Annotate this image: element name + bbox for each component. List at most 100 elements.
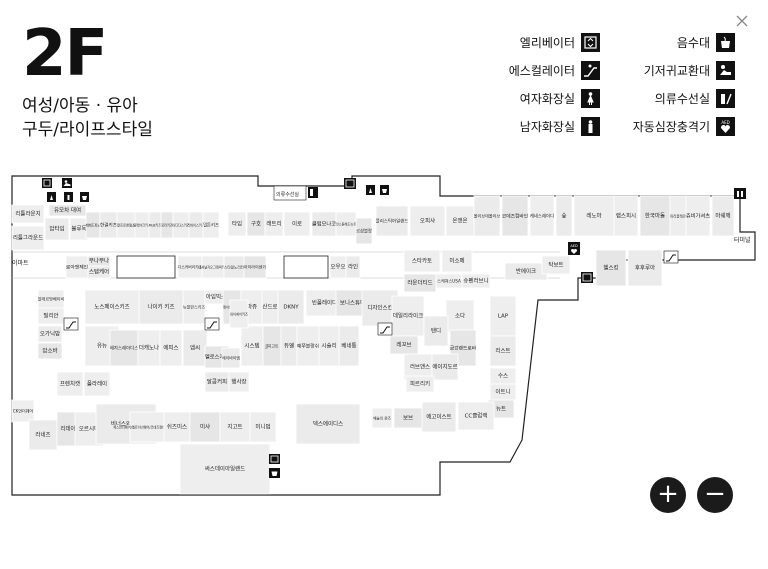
legend-escalator[interactable]: 에스컬레이터 [460,60,600,80]
store-block[interactable]: 나이키 키즈 [138,289,184,325]
store-block[interactable]: 밀튼키즈 [202,211,220,239]
store-block[interactable]: 반에이크 [504,262,548,281]
store-block[interactable]: 수스 [489,367,517,385]
store-block[interactable]: 코데즈컴바인 [501,195,529,237]
store-block[interactable]: 미소페 [441,249,473,273]
store-block[interactable]: 숲 [555,195,573,237]
store-block[interactable]: 로아앤제인 [65,255,89,279]
water-fountain-icon[interactable] [380,185,389,195]
legend-aed[interactable]: 자동심장충격기 AED [600,116,735,136]
store-block[interactable]: 구호 [246,211,266,237]
elevator-icon[interactable] [344,178,356,189]
store-block[interactable]: 탁보트 [541,255,571,275]
store-block[interactable]: 지고트 [219,411,251,443]
store-block[interactable]: 예쭈블랑쉬 [296,325,320,367]
store-block[interactable]: 레노마 [573,195,615,237]
store-block[interactable]: 올리브데올리브 [473,195,501,237]
store-block[interactable]: 뉴발란스키즈 [182,289,206,325]
store-block[interactable]: 헤지스레이디스 [109,329,139,367]
store-block[interactable]: 쉬즈미스 [163,411,191,443]
zoom-in-button[interactable]: + [650,477,686,513]
store-block[interactable]: 쥬비가셔츠 [685,195,711,237]
escalator-icon[interactable] [204,317,220,331]
store-block[interactable]: 래트리 [264,211,284,237]
store-block[interactable]: 써스데이아일랜드 [179,443,271,495]
store-block[interactable]: 타임 [227,211,247,237]
store-block[interactable]: 시슬리 [318,325,340,367]
water-fountain-icon[interactable] [269,468,280,478]
store-block[interactable]: 더캐노나 [137,329,161,367]
store-block[interactable]: MLB키즈 [148,211,162,239]
store-block[interactable]: 프렌치캣 [56,371,84,397]
store-block[interactable]: 뉴트 [487,399,515,419]
store-block[interactable]: 오피샤 [409,205,446,237]
zoom-out-button[interactable]: − [697,477,733,513]
store-block[interactable]: 잇스톤헤드뉴욕 [335,211,357,237]
store-block[interactable]: 라인 [345,255,361,279]
elevator-icon[interactable] [42,178,52,188]
store-block[interactable]: 빌리안 [37,307,65,325]
store-block[interactable]: 스텝케어 [87,265,111,279]
store-block[interactable]: 리스트 [489,335,517,367]
store-block[interactable]: 시스템 [240,325,264,367]
store-block[interactable]: 무나무나 [87,255,111,267]
store-block[interactable]: 클럽모나코 [311,211,337,237]
legend-repair[interactable]: 의류수선실 [610,88,735,108]
store-block[interactable]: 라운더티드 [403,273,437,293]
store-block[interactable]: 스타카토 [403,249,441,273]
store-block[interactable]: 예술의 퀸즈 [371,407,393,429]
store-block[interactable]: 오우오 [329,255,347,279]
store-block[interactable]: 엠씨 [182,329,208,367]
store-block[interactable]: 에고이스트 [421,401,457,433]
store-block[interactable]: 폴라레이 [83,371,111,397]
store-block[interactable]: LAP [489,295,517,337]
store-block[interactable]: 후후루아 [627,249,663,287]
store-block[interactable]: 한국마돌 [639,195,671,237]
store-block[interactable]: 금강랜드로바 [449,329,477,367]
store-block[interactable]: 소다 [445,299,475,333]
store-block[interactable]: 보브 [393,407,423,429]
store-block[interactable]: 달콤커피 [204,371,230,393]
store-block[interactable]: 아이라이센키 [243,255,267,279]
store-block[interactable]: 스타일노리터 [223,255,245,279]
store-block[interactable]: 헬스킹 [595,249,627,287]
elevator-icon[interactable] [269,454,280,464]
escalator-icon[interactable] [63,317,79,331]
store-block[interactable]: 스케쳐스USA [435,273,463,289]
store-block[interactable]: 탠디 [423,315,449,347]
store-block[interactable]: 듀엘 [280,325,298,367]
store-block[interactable]: 유모차 대여 [48,204,87,217]
escalator-icon[interactable] [377,322,393,336]
store-block[interactable]: 리틀라운지 [11,204,45,224]
edge-label-emart[interactable]: 이마트 [12,259,29,267]
legend-elevator[interactable]: 엘리베이터 [460,32,600,52]
store-block[interactable]: 베베드피노 [85,211,101,239]
store-block[interactable]: 케네스레이디 [529,195,555,237]
store-block[interactable]: 와이케이키즈 [229,299,249,329]
store-block[interactable]: 르샵블랑 [355,217,373,245]
store-block[interactable]: 행사장 [228,371,250,393]
store-block[interactable]: CK언더웨어 [11,399,35,423]
aed-icon[interactable]: AED [568,242,580,255]
store-block[interactable]: 에이지도르 [431,353,459,381]
store-block[interactable]: 에피스 [159,329,183,367]
close-button[interactable] [734,13,750,29]
legend-water[interactable]: 음수대 [620,32,735,52]
legend-women[interactable]: 여자화장실 [460,88,600,108]
store-block[interactable]: 랩스피시 [613,195,639,237]
water-fountain-icon[interactable] [80,192,89,202]
mens-restroom-icon[interactable] [64,192,73,202]
store-block[interactable]: 마리끌레르 [669,195,687,237]
store-block[interactable]: 레꼬브 [389,335,419,355]
store-block[interactable]: 덱스에이디스 [295,403,361,445]
store-block[interactable]: 산드로 [261,289,279,325]
store-block[interactable]: 데일리라이크 [391,295,425,337]
store-block[interactable]: 마쉐께 [711,195,735,237]
store-block[interactable]: 라네즈 [28,419,58,451]
store-block[interactable]: 압타임 [44,217,70,241]
diaper-change-icon[interactable] [62,178,72,188]
store-block[interactable]: 피르리키 [405,375,435,393]
store-block[interactable]: 알레르망베이비 [37,289,65,309]
womens-restroom-icon[interactable] [366,185,375,195]
store-block[interactable]: 슈펜러브니 [461,273,491,289]
